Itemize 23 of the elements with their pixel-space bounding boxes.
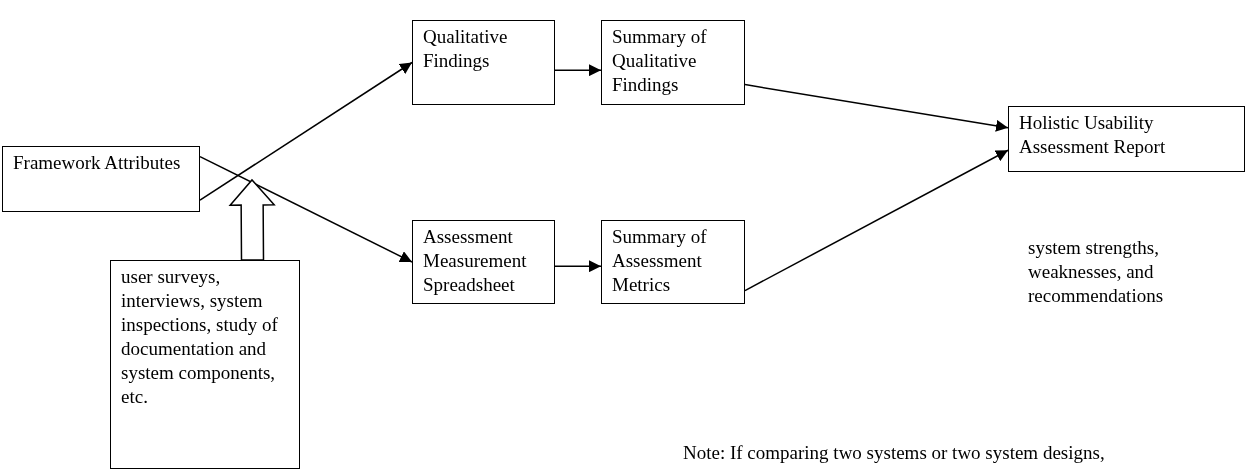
note-text: Note: If comparing two systems or two system designs,: [683, 441, 1105, 465]
process-box: [412, 220, 555, 304]
arrow: [199, 61, 413, 201]
arrow: [744, 149, 1009, 292]
arrow: [744, 83, 1009, 132]
box-text: Summary of Assessment Metrics: [612, 225, 708, 297]
process-box: [601, 220, 745, 304]
box-text: Holistic Usability Assessment Report: [1019, 111, 1167, 159]
arrow: [199, 155, 413, 263]
box-text: Assessment Measurement Spreadsheet: [423, 225, 528, 297]
box-text: user surveys, interviews, system inspections, study of documentation and system components, etc.: [121, 265, 279, 409]
box-text: Qualitative Findings: [423, 25, 509, 73]
box-text: Framework Attributes: [13, 151, 182, 175]
box-caption: system strengths, weaknesses, and recommendations: [1028, 236, 1165, 308]
process-box: [1008, 106, 1245, 172]
process-box: [110, 260, 300, 469]
box-text: Summary of Qualitative Findings: [612, 25, 708, 97]
arrow: [554, 260, 602, 273]
process-box: [601, 20, 745, 105]
block-arrow: [228, 178, 276, 261]
arrow: [554, 64, 602, 77]
process-box: [2, 146, 200, 212]
process-box: [412, 20, 555, 105]
